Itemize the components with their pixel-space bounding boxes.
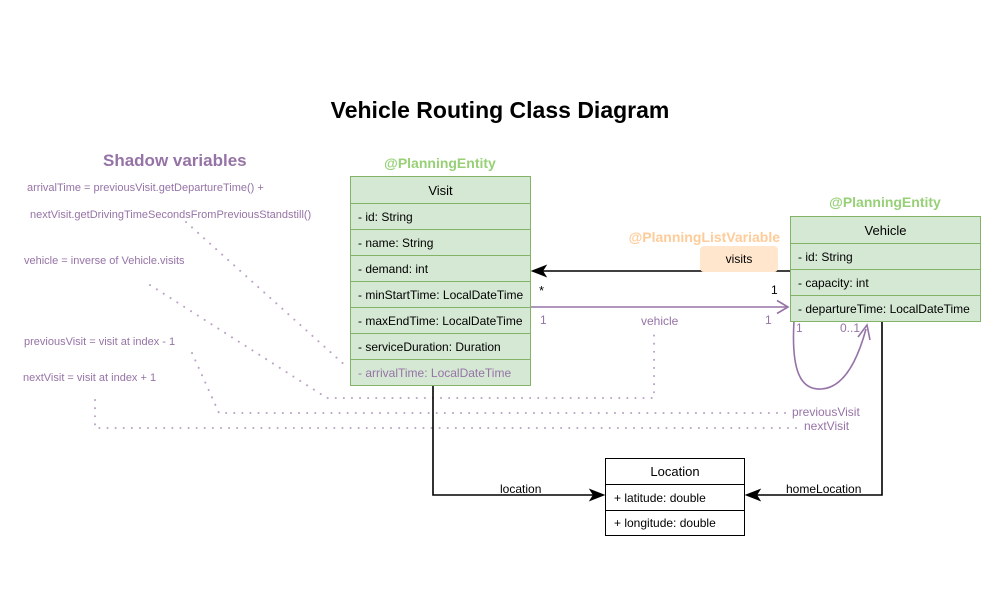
diagram-title: Vehicle Routing Class Diagram [330,97,670,123]
visit-class-box: Visit - id: String - name: String - dema… [350,176,531,386]
note-arrivaltime-line1: arrivalTime = previousVisit.getDeparture… [27,182,264,194]
visit-attribute: - id: String [351,203,530,229]
location-class-box: Location + latitude: double + longitude:… [605,458,745,536]
visit-stereotype: @PlanningEntity [384,155,496,171]
vehicle-arrowhead [776,299,790,315]
previousvisit-role-label: previousVisit [792,405,860,419]
nextvisit-role-label: nextVisit [804,419,850,433]
visits-multiplicity-vehicle-end: 1 [771,283,778,297]
dotted-connector-arrivaltime [185,221,348,368]
vehicle-ref-multiplicity-target: 1 [765,313,772,327]
location-attribute: + latitude: double [606,484,744,510]
planninglistvariable-stereotype: @PlanningListVariable [628,229,780,245]
note-vehicle-inverse: vehicle = inverse of Vehicle.visits [24,255,185,267]
visits-multiplicity-visit-end: * [539,283,545,298]
note-nextvisit-rule: nextVisit = visit at index + 1 [23,372,157,384]
note-arrivaltime-line2: nextVisit.getDrivingTimeSecondsFromPrevi… [30,209,312,221]
shadow-variables-heading: Shadow variables [103,151,247,170]
self-loop-multiplicity-target: 0..1 [840,321,861,335]
visits-label-badge: visits [700,246,778,272]
location-arrowhead [588,488,606,502]
visits-arrowhead [530,264,548,278]
vehicle-class-box: Vehicle - id: String - capacity: int - d… [790,216,981,322]
visit-attribute: - maxEndTime: LocalDateTime [351,307,530,333]
vehicle-attribute: - departureTime: LocalDateTime [791,295,980,321]
visit-class-name: Visit [428,182,453,198]
vehicle-attribute: - capacity: int [791,269,980,295]
dotted-connector-nextvisit [94,399,798,429]
visit-attribute-arrivaltime-shadow: - arrivalTime: LocalDateTime [351,359,530,385]
vehicle-ref-multiplicity-source: 1 [540,313,547,327]
location-attribute: + longitude: double [606,510,744,535]
location-role-label: location [500,482,542,496]
location-association-line [432,385,596,496]
visit-attribute: - demand: int [351,255,530,281]
vehicle-attribute: - id: String [791,243,980,269]
visit-attribute: - minStartTime: LocalDateTime [351,281,530,307]
homelocation-role-label: homeLocation [786,482,862,496]
self-loop-multiplicity-source: 1 [796,321,803,335]
visit-attribute: - name: String [351,229,530,255]
vehicle-stereotype: @PlanningEntity [829,194,941,210]
visit-attribute: - serviceDuration: Duration [351,333,530,359]
location-class-name: Location [650,464,700,479]
note-previousvisit-rule: previousVisit = visit at index - 1 [24,336,176,348]
vehicle-ref-label: vehicle [641,314,679,328]
homelocation-arrowhead [744,488,762,502]
vehicle-class-name: Vehicle [864,222,907,238]
